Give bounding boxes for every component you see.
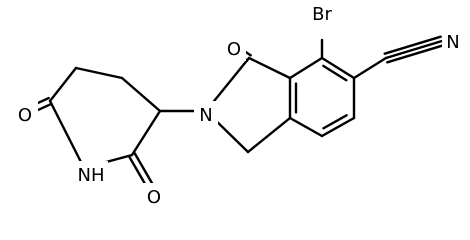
bond-c4-c5-inner	[322, 64, 348, 82]
bond-c6-c7	[320, 116, 356, 138]
bond-c7-c7a	[288, 116, 324, 138]
atom-label-br: Br	[312, 4, 332, 25]
atom-label-n-isoindolinone: N	[199, 105, 212, 126]
atom-label-nh: NH	[78, 165, 105, 186]
atom-o-lactam: O	[222, 35, 246, 61]
atom-o-glutarimide-top: O	[12, 101, 38, 127]
bond-c6p-n1p	[48, 99, 86, 170]
bond-c3a-c4	[288, 56, 324, 80]
atom-o-glutarimide-bottom: O	[141, 183, 167, 209]
bond-nitrile-center	[384, 39, 444, 60]
bond-c4-c5	[320, 56, 356, 80]
bonds	[25, 35, 445, 196]
atom-label-o-lactam: O	[227, 39, 241, 60]
bond-c2p-c3p	[130, 109, 162, 157]
atom-nh: NH	[74, 161, 108, 187]
atom-n-isoindolinone: N	[194, 101, 218, 127]
bond-c3p-c4p	[120, 76, 162, 113]
atom-n-nitrile: N	[442, 28, 464, 54]
bond-nitrile-upper	[386, 44, 445, 64]
bond-c3a-c3	[247, 56, 292, 80]
bond-c4p-c5p	[74, 66, 124, 80]
structure-diagram: Br N O N O O NH	[12, 0, 464, 209]
atom-br: Br	[305, 0, 339, 26]
bond-c5p-c6p	[48, 66, 78, 103]
bond-c6-c7-inner	[322, 114, 348, 130]
atom-label-o-glutarimide-top: O	[18, 105, 32, 126]
bond-nitrile-lower	[383, 35, 442, 55]
bond-c1-c7a	[246, 116, 292, 154]
atom-label-n-nitrile: N	[446, 32, 459, 53]
bond-c5-cn	[352, 56, 388, 80]
atom-label-o-glutarimide-bottom: O	[147, 187, 161, 208]
